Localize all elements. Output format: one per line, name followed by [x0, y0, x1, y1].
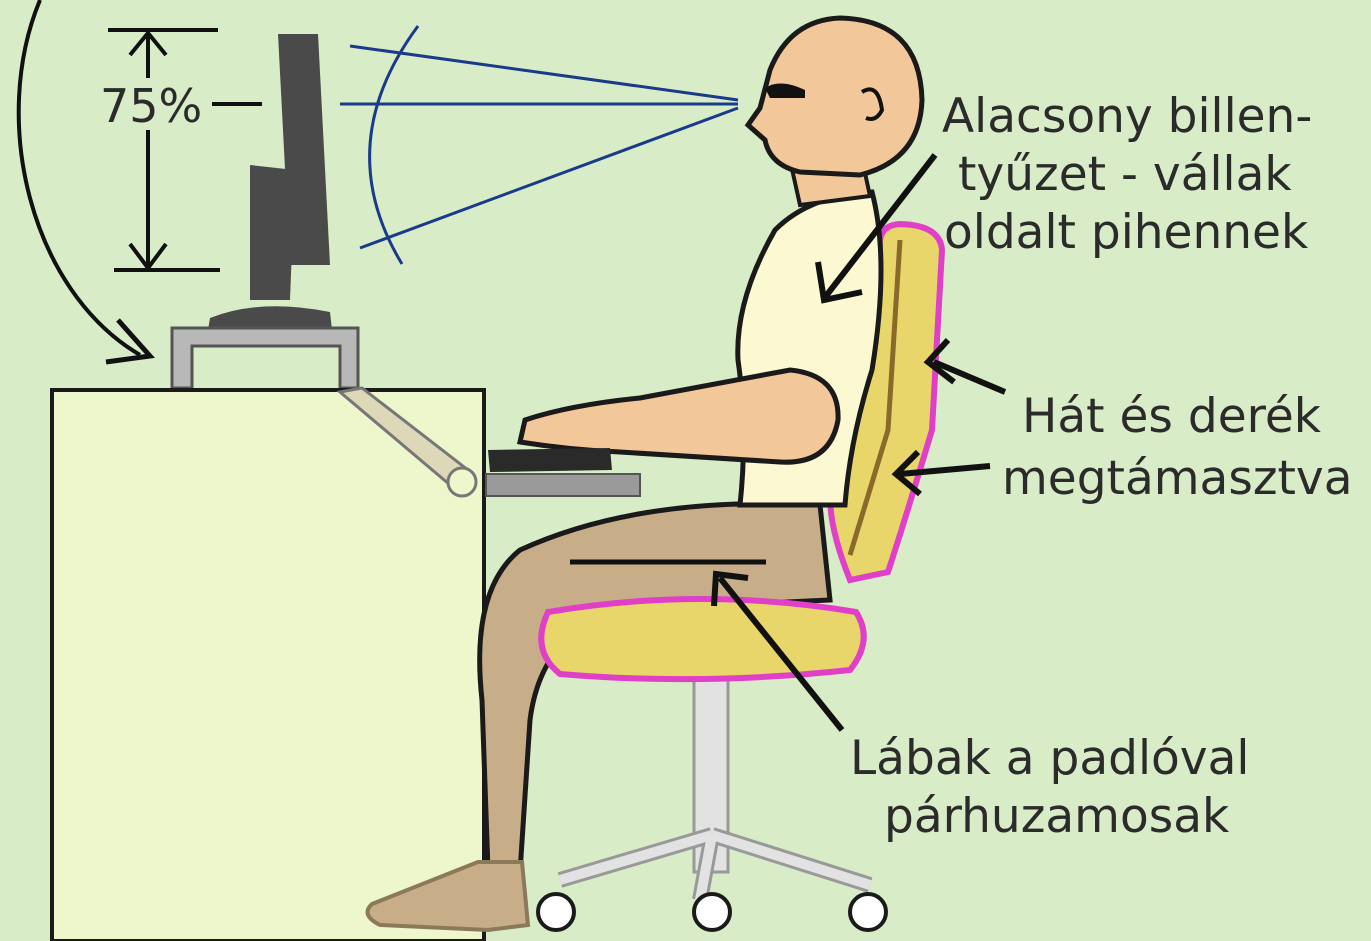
sightline [340, 26, 738, 264]
percent-label: 75% [100, 79, 202, 133]
height-marker [108, 30, 262, 270]
desk [52, 390, 484, 941]
keyboard-icon [486, 448, 640, 496]
leg [480, 503, 830, 872]
monitor-stand [172, 328, 358, 388]
keyboard-label: Alacsony billen- tyűzet - vállak oldalt … [942, 89, 1327, 260]
back-label: Hát és derék megtámasztva [1002, 389, 1353, 506]
legs-label: Lábak a padlóval párhuzamosak [850, 731, 1264, 844]
monitor-icon [208, 34, 332, 330]
chair-base [538, 672, 886, 930]
arm [520, 370, 838, 462]
chair-icon [541, 599, 863, 679]
curved-arrow-head [106, 320, 150, 362]
curved-arrow [19, 0, 140, 355]
